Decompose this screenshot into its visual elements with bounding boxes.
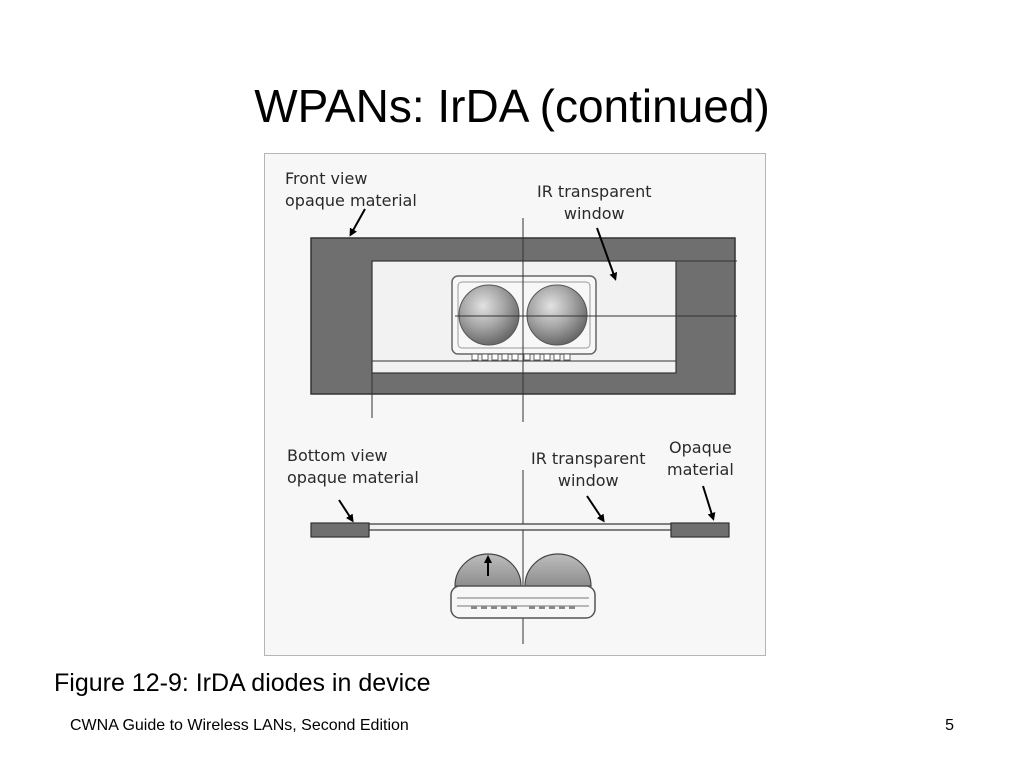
bottom-opaque-right (670, 522, 730, 538)
footer-book-title: CWNA Guide to Wireless LANs, Second Edit… (70, 717, 409, 734)
slide-title: WPANs: IrDA (continued) (254, 80, 770, 132)
front-view (310, 208, 737, 422)
diode-front-left (458, 284, 520, 346)
side-pins (471, 606, 575, 609)
diode-module-side (450, 585, 596, 619)
irda-diagram (310, 208, 737, 644)
page-number: 5 (945, 717, 954, 734)
label-ir-window-top: IR transparent window (537, 182, 652, 223)
label-ir-window-bottom: IR transparent window (531, 449, 646, 490)
label-opaque-material: Opaque material (667, 438, 734, 479)
diode-front-right (526, 284, 588, 346)
ir-window-top-arrow (596, 227, 618, 281)
front-view-arrow (349, 208, 366, 237)
diode-bottom-right (524, 553, 592, 587)
label-front-view: Front view opaque material (285, 169, 417, 210)
ir-window-bottom-arrow (586, 495, 605, 523)
figure-caption: Figure 12-9: IrDA diodes in device (54, 669, 431, 697)
bottom-ir-window-strip (368, 523, 672, 531)
module-pins (471, 353, 571, 361)
bottom-opaque-left (310, 522, 370, 538)
opaque-material-arrow (702, 485, 716, 521)
irda-diagram-figure: Front view opaque material IR transparen… (264, 153, 766, 656)
bottom-view (310, 470, 730, 644)
label-bottom-view: Bottom view opaque material (287, 446, 419, 487)
bottom-view-arrow (338, 499, 354, 523)
